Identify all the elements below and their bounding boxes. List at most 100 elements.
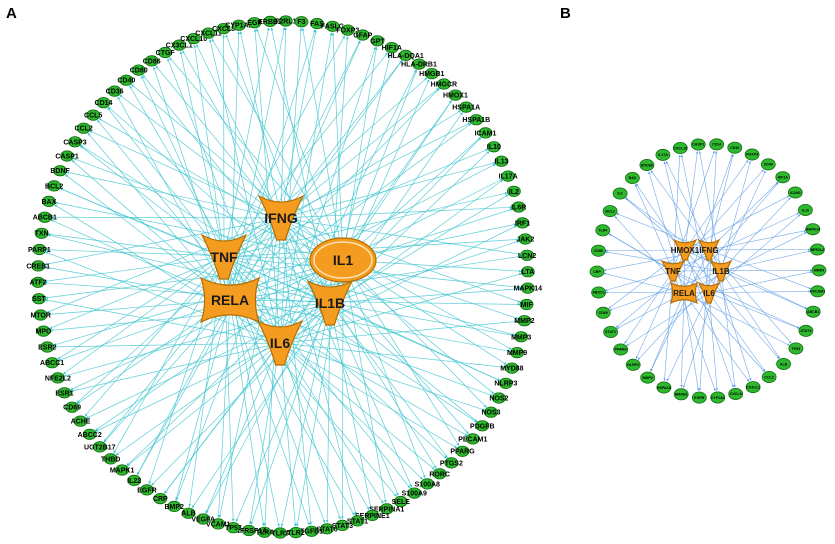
panel-b-hub-ifng: IFNG [697, 238, 721, 261]
panel-a-node-shape [186, 32, 201, 45]
panel-a-node-shape [53, 165, 67, 177]
panel-a-node-nlrp3: NLRP3 [494, 377, 517, 389]
panel-a-node-shape [33, 309, 48, 321]
panel-b-node-label: HIF1A [778, 175, 789, 179]
panel-a-node-ctgf: CTGF [156, 46, 175, 59]
panel-b-hub-label: RELA [673, 289, 695, 298]
panel-a-node-txn: TXN [34, 227, 49, 239]
panel-a-node-label: PARP1 [28, 247, 51, 254]
panel-b-node-bcl2: BCL2 [602, 205, 618, 218]
panel-a-node-ptgs2: PTGS2 [440, 457, 463, 469]
panel-a-node-hla-dqa1: HLA-DQA1 [388, 49, 424, 62]
panel-a-node-label: IL6R [511, 204, 526, 211]
panel-b-node-cd69: CD69 [595, 306, 611, 319]
panel-a-edge [342, 69, 417, 261]
panel-b-node-il2: IL2 [612, 187, 628, 200]
panel-a-node-shape [335, 519, 350, 532]
panel-a-node-label: MMP9 [507, 350, 527, 357]
panel-a-node-label: HSPA1B [462, 117, 490, 124]
panel-a-node-label: ATF2 [30, 280, 47, 287]
panel-a-edge [342, 259, 387, 503]
panel-a-node-shape [47, 180, 61, 192]
panel-a-edge [155, 65, 282, 219]
panel-a-node-shape [115, 464, 129, 476]
panel-b-node-label: MMP2 [643, 376, 653, 380]
panel-b-node-tp53: TP53 [788, 342, 804, 355]
panel-b-edge [666, 292, 710, 382]
panel-a-node-label: UGT2B17 [84, 444, 116, 451]
panel-a-edge [55, 201, 344, 261]
panel-a-node-label: HLA-DRB1 [401, 62, 437, 69]
panel-a-node-shape [158, 46, 173, 59]
panel-a-edge [218, 217, 282, 518]
panel-a-node-label: NOS3 [481, 410, 500, 417]
panel-b-node-nfe2l2: NFE2L2 [810, 243, 825, 256]
panel-a-node-label: CD86 [143, 58, 161, 65]
panel-a-edge [263, 217, 282, 527]
panel-a-node-shape [226, 522, 241, 534]
panel-b-node-shape [603, 325, 618, 338]
panel-a-node-shape [34, 227, 49, 239]
panel-a-node-label: HIF1A [382, 45, 402, 52]
panel-a-edge [211, 38, 344, 261]
panel-b-node-label: CYP1A2 [711, 396, 725, 400]
panel-a-edge [280, 217, 469, 435]
panel-b-node-label: CCL2 [764, 375, 773, 379]
panel-a-node-shape [365, 509, 380, 522]
panel-b-node-label: CXCL10 [673, 146, 687, 150]
panel-a-edge [279, 342, 341, 520]
panel-b-node-il10: IL10 [798, 203, 813, 216]
panel-b-node-label: CX3CL1 [746, 385, 760, 389]
panel-a-node-shape [518, 233, 533, 245]
panel-a-node-label: SST [32, 296, 46, 303]
panel-a-node-shape [51, 372, 65, 384]
panel-b-node-shape [589, 265, 605, 278]
panel-a-edge [301, 27, 344, 261]
panel-a-node-shape [76, 122, 91, 134]
panel-a-edge [279, 137, 482, 344]
panel-a-hub-inner-ring [313, 241, 373, 279]
panel-a-node-label: HSPA1A [452, 105, 480, 112]
panel-a-node-label: CD36 [106, 89, 124, 96]
panel-a-node-shape [412, 58, 426, 70]
panel-a-edge [279, 27, 303, 344]
panel-b-edge [650, 249, 710, 372]
panel-a-node-label: MMP3 [511, 334, 531, 341]
panel-a-edge [249, 342, 281, 525]
panel-a-node-shape [424, 68, 439, 80]
panel-a-edge [151, 302, 331, 486]
panel-a-node-label: MMP2 [514, 318, 534, 325]
panel-a-hub-label: IL1 [333, 252, 353, 268]
panel-a-node-label: TXN [35, 231, 49, 238]
panel-b-node-shape [798, 203, 813, 216]
panel-b-hub-label: IL1B [712, 267, 730, 276]
panel-a-node-creb1: CREB1 [26, 260, 50, 272]
panel-a-node-label: BAX [42, 199, 57, 206]
panel-a-edge [342, 137, 481, 261]
panel-b-node-shape [672, 141, 688, 154]
panel-a-edge [280, 217, 399, 496]
panel-b-node-shape [744, 148, 760, 161]
panel-b-edge [698, 249, 710, 391]
panel-a-node-label: MAPK14 [514, 286, 543, 293]
panel-a-node-label: HMGB1 [419, 71, 444, 78]
panel-b-edge [603, 272, 685, 294]
panel-a-node-label: BDNF [50, 168, 70, 175]
panel-a-edge [182, 50, 331, 304]
panel-a-hub-label: RELA [211, 292, 249, 308]
panel-b-node-label: MYD88 [641, 163, 653, 167]
panel-a-node-bmp2: BMP2 [164, 500, 184, 512]
panel-b-hub-label: IL6 [703, 289, 715, 298]
panel-b-edge [708, 292, 719, 391]
panel-a-node-s100a8: S100A8 [415, 478, 440, 490]
panel-b-hub-label: HMOX1 [671, 246, 700, 255]
panel-a-edge [279, 342, 458, 449]
panel-a-edge [223, 256, 516, 336]
panel-a-node-label: IL13 [494, 159, 508, 166]
panel-a-node-il10: IL10 [487, 141, 501, 153]
panel-a-edge [229, 299, 511, 353]
panel-a-node-label: THBD [101, 456, 120, 463]
panel-a-node-f3: F3 [294, 16, 309, 28]
